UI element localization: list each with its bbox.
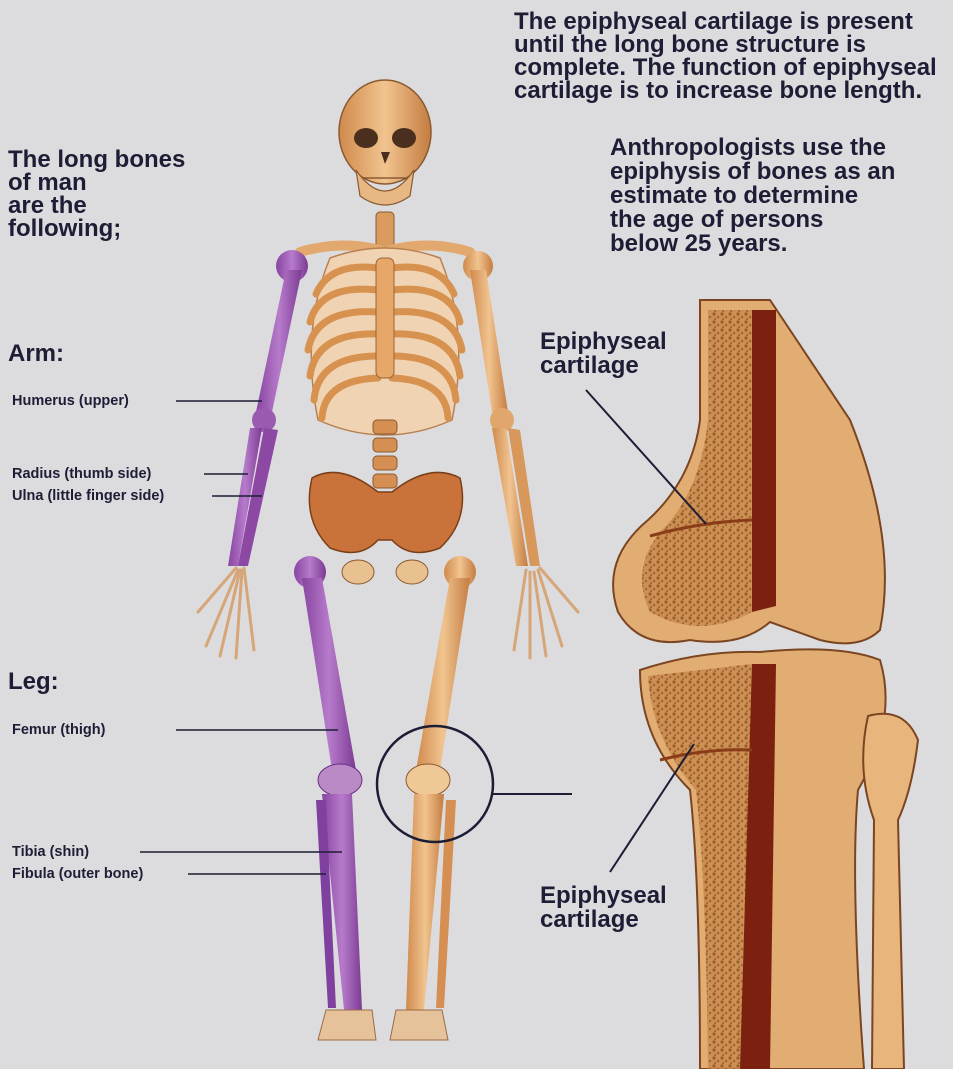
fibula-label: Fibula (outer bone): [12, 867, 143, 882]
upper-epiphyseal-label: Epiphyseal cartilage: [540, 330, 667, 378]
knee-cross-section: [613, 300, 918, 1069]
long-bones-intro: The long bones of man are the following;: [8, 148, 185, 240]
lower-epiphyseal-label: Epiphyseal cartilage: [540, 884, 667, 932]
femur-label: Femur (thigh): [12, 723, 105, 738]
tibia-label: Tibia (shin): [12, 845, 89, 860]
highlighted-leg: [294, 556, 376, 1040]
anthropologists-note: Anthropologists use the epiphysis of bon…: [610, 136, 895, 256]
highlighted-arm: [198, 250, 308, 658]
right-arm: [463, 251, 578, 658]
radius-label: Radius (thumb side): [12, 467, 151, 482]
rib-cage: [308, 248, 462, 435]
leg-heading: Leg:: [8, 670, 59, 694]
skeleton: [198, 80, 578, 1040]
right-leg: [390, 556, 476, 1040]
humerus-label: Humerus (upper): [12, 394, 129, 409]
arm-heading: Arm:: [8, 342, 64, 366]
epiphyseal-cartilage-note: The epiphyseal cartilage is present unti…: [514, 10, 937, 102]
ulna-label: Ulna (little finger side): [12, 489, 164, 504]
femur-marrow: [752, 310, 776, 612]
skull: [339, 80, 431, 205]
fibula-section: [863, 714, 918, 1069]
